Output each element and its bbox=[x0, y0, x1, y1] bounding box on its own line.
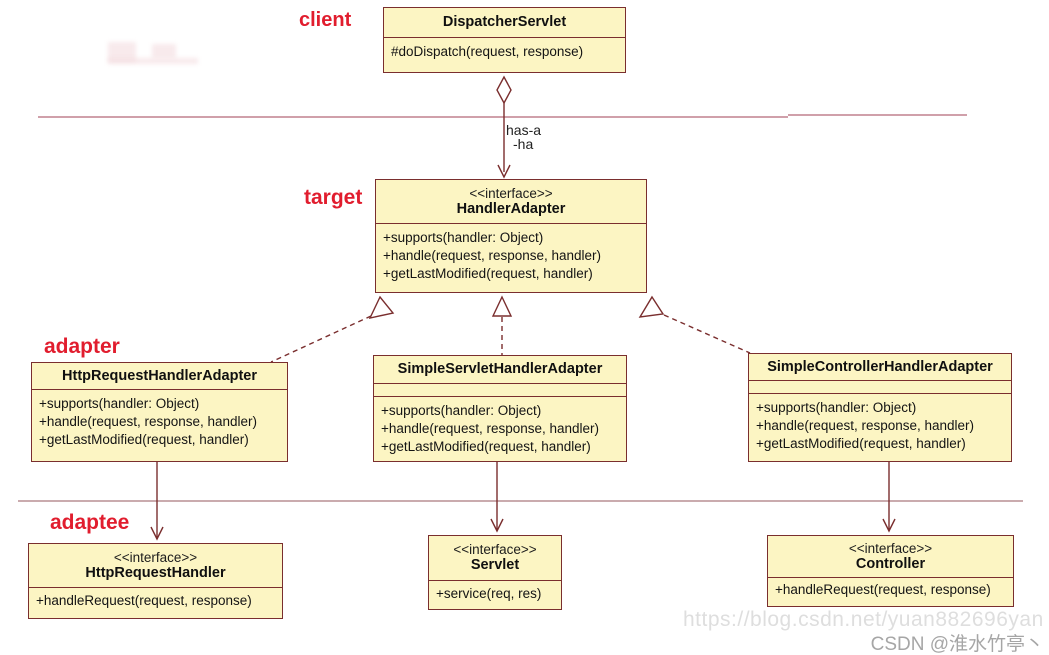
ghost-smudge bbox=[108, 42, 136, 62]
class-title: SimpleServletHandlerAdapter bbox=[374, 356, 626, 384]
class-name: SimpleServletHandlerAdapter bbox=[397, 361, 603, 377]
aggregation-label-ha: -ha bbox=[513, 136, 534, 152]
interface-servlet: <<interface>> Servlet +service(req, res) bbox=[428, 535, 562, 610]
method: +supports(handler: Object) bbox=[39, 396, 200, 411]
class-methods: +supports(handler: Object) +handle(reque… bbox=[376, 224, 646, 283]
realization-connector-right bbox=[638, 295, 751, 354]
class-simple-servlet-handler-adapter: SimpleServletHandlerAdapter +supports(ha… bbox=[373, 355, 627, 462]
class-name: HttpRequestHandler bbox=[85, 564, 226, 581]
method: +handle(request, response, handler) bbox=[39, 414, 258, 429]
arrow-adapter-right-to-adaptee bbox=[882, 462, 896, 533]
arrow-adapter-left-to-adaptee bbox=[150, 462, 164, 541]
class-title: <<interface>> Servlet bbox=[429, 536, 561, 581]
class-methods: +handleRequest(request, response) bbox=[29, 588, 282, 610]
role-label-client: client bbox=[299, 9, 352, 31]
stereotype: <<interface>> bbox=[453, 542, 537, 557]
realization-connector-middle bbox=[491, 295, 513, 355]
stereotype: <<interface>> bbox=[848, 540, 933, 556]
method: +handleRequest(request, response) bbox=[36, 593, 252, 608]
class-title: <<interface>> HandlerAdapter bbox=[376, 180, 646, 224]
class-methods: +supports(handler: Object) +handle(reque… bbox=[32, 390, 287, 449]
stereotype: <<interface>> bbox=[113, 549, 198, 565]
method: +service(req, res) bbox=[436, 586, 542, 601]
class-title: <<interface>> HttpRequestHandler bbox=[29, 544, 282, 588]
class-name: HandlerAdapter bbox=[456, 200, 566, 217]
ghost-smudge bbox=[108, 58, 198, 64]
interface-handler-adapter: <<interface>> HandlerAdapter +supports(h… bbox=[375, 179, 647, 293]
ghost-smudge bbox=[152, 44, 176, 58]
class-methods: +handleRequest(request, response) bbox=[768, 578, 1013, 599]
interface-controller: <<interface>> Controller +handleRequest(… bbox=[767, 535, 1014, 607]
class-methods: #doDispatch(request, response) bbox=[384, 38, 625, 61]
aggregation-connector bbox=[496, 75, 512, 179]
aggregation-label-has-a: has-a bbox=[506, 122, 542, 138]
class-title: SimpleControllerHandlerAdapter bbox=[749, 354, 1011, 381]
method: +handle(request, response, handler) bbox=[381, 421, 600, 436]
method: +supports(handler: Object) bbox=[383, 230, 544, 245]
class-title: DispatcherServlet bbox=[384, 8, 625, 38]
method: +getLastModified(request, handler) bbox=[39, 432, 249, 447]
class-dispatcher-servlet: DispatcherServlet #doDispatch(request, r… bbox=[383, 7, 626, 73]
method: +handle(request, response, handler) bbox=[756, 418, 975, 433]
method: +getLastModified(request, handler) bbox=[381, 439, 591, 454]
watermark-url: https://blog.csdn.net/yuan882696yan bbox=[683, 608, 1044, 631]
realization-connector-left bbox=[270, 295, 395, 363]
class-name: Controller bbox=[855, 555, 926, 572]
class-http-request-handler-adapter: HttpRequestHandlerAdapter +supports(hand… bbox=[31, 362, 288, 462]
arrow-adapter-middle-to-adaptee bbox=[490, 462, 504, 533]
attributes-compartment-empty bbox=[749, 381, 1011, 394]
watermark-credit: CSDN @淮水竹亭丶 bbox=[870, 634, 1044, 655]
method: +handleRequest(request, response) bbox=[775, 582, 991, 597]
role-label-adaptee: adaptee bbox=[50, 511, 130, 534]
interface-http-request-handler: <<interface>> HttpRequestHandler +handle… bbox=[28, 543, 283, 619]
class-methods: +supports(handler: Object) +handle(reque… bbox=[374, 397, 626, 456]
method: +handle(request, response, handler) bbox=[383, 248, 602, 263]
class-methods: +service(req, res) bbox=[429, 581, 561, 603]
section-line-top bbox=[38, 114, 967, 118]
class-name: SimpleControllerHandlerAdapter bbox=[767, 358, 993, 375]
role-label-adapter: adapter bbox=[44, 335, 120, 358]
role-label-target: target bbox=[304, 186, 363, 209]
method: +supports(handler: Object) bbox=[756, 400, 917, 415]
class-title: <<interface>> Controller bbox=[768, 536, 1013, 578]
class-methods: +supports(handler: Object) +handle(reque… bbox=[749, 394, 1011, 453]
attributes-compartment-empty bbox=[374, 384, 626, 397]
method: +supports(handler: Object) bbox=[381, 403, 542, 418]
class-name: Servlet bbox=[470, 557, 520, 573]
class-title: HttpRequestHandlerAdapter bbox=[32, 363, 287, 390]
class-simple-controller-handler-adapter: SimpleControllerHandlerAdapter +supports… bbox=[748, 353, 1012, 462]
stereotype: <<interface>> bbox=[469, 185, 553, 201]
method: +getLastModified(request, handler) bbox=[383, 266, 593, 281]
method: #doDispatch(request, response) bbox=[391, 44, 584, 59]
class-name: DispatcherServlet bbox=[442, 14, 567, 30]
class-name: HttpRequestHandlerAdapter bbox=[62, 367, 257, 384]
method: +getLastModified(request, handler) bbox=[756, 436, 966, 451]
